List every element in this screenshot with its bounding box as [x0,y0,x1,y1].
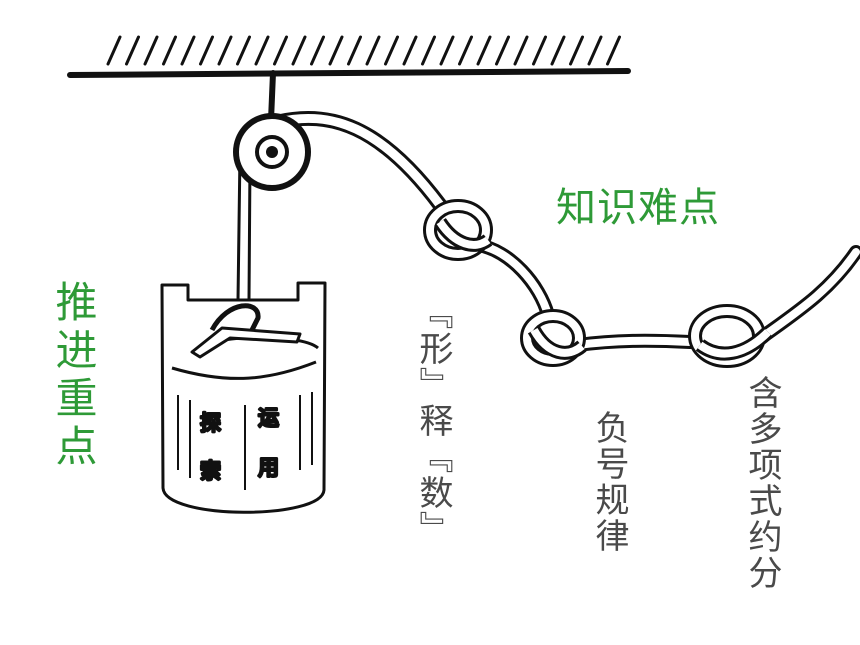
ceiling-hatch [236,35,251,66]
ceiling-hatch [439,35,455,66]
ceiling-hatch [532,35,547,66]
ceiling-hatch [569,35,584,66]
difficulty-heading: 知识难点 [556,185,720,231]
ceiling-hatch [513,35,529,66]
ceiling-hatch [550,35,566,66]
ceiling-hatch [421,35,436,66]
ceiling-hatch [199,35,214,66]
bucket-char-left-top: 探 [200,411,221,435]
ceiling-hatch [273,35,288,66]
ceiling-hatch [606,35,621,66]
pulley-wheel [233,113,311,191]
ceiling-hatch [495,35,510,66]
ceiling-hatch [106,35,122,66]
ceiling-hatch [143,35,159,66]
ceiling-hatch [365,35,381,66]
ceiling-hatch [291,35,307,66]
focus-heading: 推进重点 [49,280,98,472]
ceiling-hatch [125,35,140,66]
ceiling-hatch [476,35,492,66]
bucket-char-right-bottom: 用 [258,456,279,480]
bucket-char-right-top: 运 [258,406,279,430]
chain-knot-1 [423,199,493,261]
chain-knot-3 [688,304,773,368]
ceiling-hatch [254,35,270,66]
ceiling [67,35,631,78]
ceiling-hatch [458,35,473,66]
chain-knot-2 [520,309,587,367]
ceiling-hatch [328,35,344,66]
pulley-hanger [268,70,276,123]
ceiling-hatch [402,35,418,66]
ceiling-hatch [162,35,177,66]
bucket-char-left-bottom: 索 [200,459,221,483]
ceiling-hatch [347,35,362,66]
ceiling-hatch [217,35,233,66]
ceiling-hatch [587,35,603,66]
chain-label-polynomial-reduction: 含多项式约分 [742,375,782,591]
chain-label-shape-number: 『形』释『数』 [413,295,453,547]
ceiling-hatch [310,35,325,66]
bucket: 探 索 运 用 [160,281,327,514]
chain-label-sign-rule: 负号规律 [589,410,629,554]
pulley-rope [270,110,448,213]
ceiling-hatch [180,35,196,66]
ceiling-hatch [384,35,399,66]
